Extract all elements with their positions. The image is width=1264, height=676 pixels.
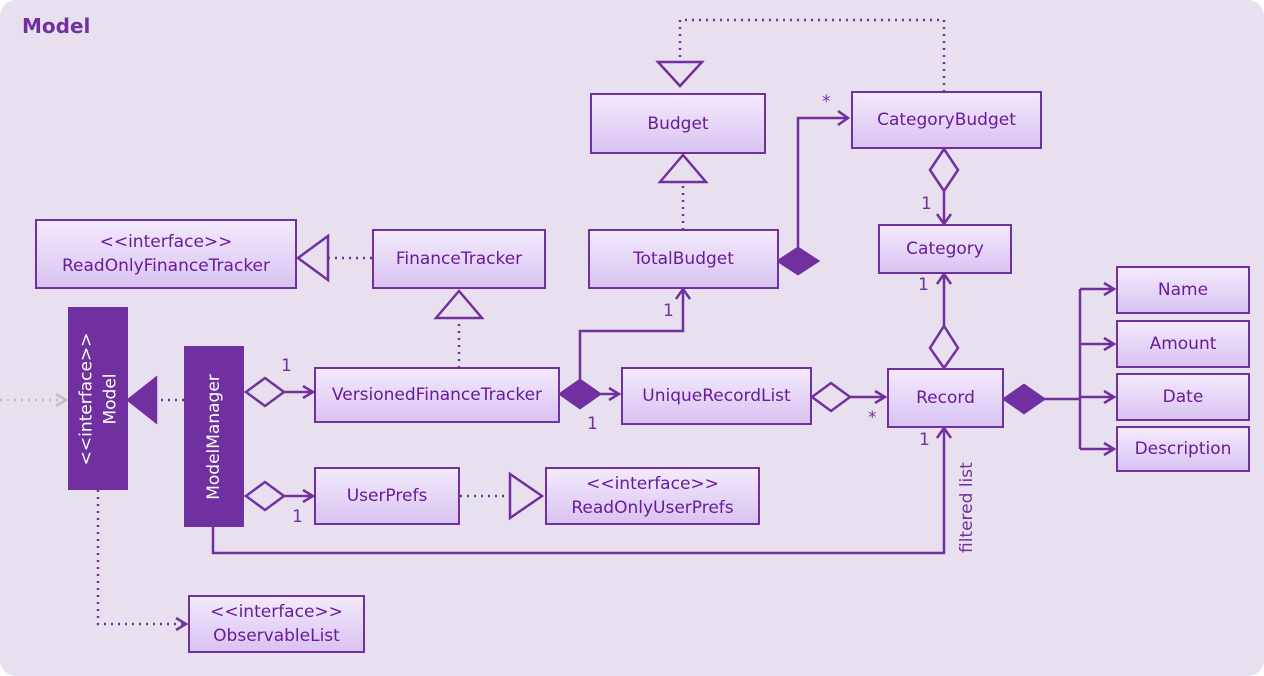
date-arrowhead: [1103, 389, 1117, 405]
class-name: Category: [906, 239, 984, 259]
multiplicity-userprefs: 1: [292, 507, 303, 527]
multiplicity-modelmanager-vft: 1: [281, 356, 292, 376]
multiplicity-category-bottom: 1: [918, 275, 929, 295]
class-description: Description: [1116, 426, 1250, 472]
totalbudget-categorybudget-link: [796, 116, 848, 248]
class-name: Description: [1134, 439, 1232, 459]
class-model-interface: <<interface>> Model: [68, 307, 128, 490]
class-totalbudget: TotalBudget: [588, 229, 779, 289]
description-arrowhead: [1103, 441, 1117, 457]
multiplicity-category-top: 1: [921, 194, 932, 214]
vft-arrowhead: [302, 384, 316, 400]
filtered-list-link: [211, 428, 946, 555]
class-name: Date: [1162, 387, 1204, 407]
multiplicity-record-many: *: [868, 408, 877, 428]
stereotype-label: <<interface>>: [210, 602, 343, 622]
class-name: ModelManager: [204, 373, 224, 500]
name-arrowhead: [1103, 281, 1117, 297]
class-name: Model: [100, 372, 121, 425]
class-userprefs: UserPrefs: [314, 467, 460, 525]
readonlyuserprefs-triangle: [508, 471, 545, 521]
filtered-list-label: filtered list: [957, 462, 977, 553]
class-uniquerecordlist: UniqueRecordList: [621, 367, 812, 425]
class-name: Name: [1157, 280, 1209, 300]
observablelist-arrowhead: [175, 616, 189, 632]
class-budget: Budget: [590, 93, 766, 154]
budget-triangle-bottom: [657, 153, 709, 184]
categorybudget-diamond: [928, 146, 960, 194]
class-date: Date: [1116, 373, 1250, 421]
rotated-label: ModelManager: [202, 374, 226, 500]
class-versionedfinancetracker: VersionedFinanceTracker: [314, 367, 560, 423]
budget-triangle-top: [655, 60, 705, 88]
readonlyfinancetracker-triangle: [295, 233, 330, 283]
rotated-label: <<interface>> Model: [74, 332, 122, 465]
record-fields-diamond: [1001, 383, 1047, 415]
class-name: ObservableList: [213, 626, 340, 646]
record-category-diamond: [928, 323, 960, 371]
modelmanager-vft-diamond: [243, 376, 287, 408]
multiplicity-vft-url: 1: [587, 414, 598, 434]
category-arrowhead-up: [935, 271, 953, 285]
class-readonlyfinancetracker: <<interface>> ReadOnlyFinanceTracker: [35, 219, 297, 289]
class-category: Category: [878, 224, 1012, 274]
class-name: CategoryBudget: [877, 110, 1016, 130]
modelmanager-userprefs-diamond: [243, 480, 287, 512]
class-name: UniqueRecordList: [642, 386, 791, 406]
class-categorybudget: CategoryBudget: [851, 91, 1042, 149]
record-fields-link: [1044, 287, 1114, 451]
class-name: VersionedFinanceTracker: [331, 385, 543, 405]
totalbudget-diamond: [775, 246, 821, 276]
userprefs-arrowhead: [302, 488, 316, 504]
class-name: Amount: [1149, 334, 1217, 354]
class-name: Record: [916, 388, 975, 408]
class-record: Record: [887, 368, 1004, 428]
class-modelmanager: ModelManager: [184, 346, 244, 527]
stereotype-label: <<interface>>: [76, 332, 97, 465]
record-arrowhead: [874, 389, 888, 405]
record-arrowhead-up: [935, 425, 953, 439]
vft-totalbudget-link: [578, 289, 685, 380]
budget-realization-link: [678, 18, 946, 92]
url-arrowhead: [608, 386, 622, 402]
class-name: ReadOnlyFinanceTracker: [61, 256, 271, 276]
class-financetracker: FinanceTracker: [372, 229, 546, 289]
package-title: Model: [22, 14, 91, 38]
class-name: UserPrefs: [346, 486, 428, 506]
external-arrowhead: [55, 392, 69, 408]
categorybudget-arrowhead: [837, 109, 851, 127]
class-name: ReadOnlyUserPrefs: [571, 498, 734, 518]
multiplicity-record-one: 1: [919, 430, 930, 450]
class-name-field: Name: [1116, 266, 1250, 314]
financetracker-triangle: [433, 289, 485, 320]
model-observablelist-link: [96, 490, 186, 626]
totalbudget-arrowhead: [674, 286, 692, 300]
multiplicity-categorybudget: *: [822, 92, 831, 112]
amount-arrowhead: [1103, 336, 1117, 352]
model-triangle: [125, 375, 158, 425]
class-name: Budget: [647, 113, 709, 134]
url-record-diamond: [809, 381, 853, 413]
multiplicity-totalbudget: 1: [663, 301, 674, 321]
vft-diamond: [557, 378, 603, 410]
class-observablelist: <<interface>> ObservableList: [188, 595, 365, 653]
stereotype-label: <<interface>>: [99, 232, 233, 252]
class-amount: Amount: [1116, 320, 1250, 368]
class-readonlyuserprefs: <<interface>> ReadOnlyUserPrefs: [545, 467, 760, 525]
class-name: FinanceTracker: [395, 249, 523, 269]
stereotype-label: <<interface>>: [586, 474, 719, 494]
class-name: TotalBudget: [633, 249, 734, 269]
